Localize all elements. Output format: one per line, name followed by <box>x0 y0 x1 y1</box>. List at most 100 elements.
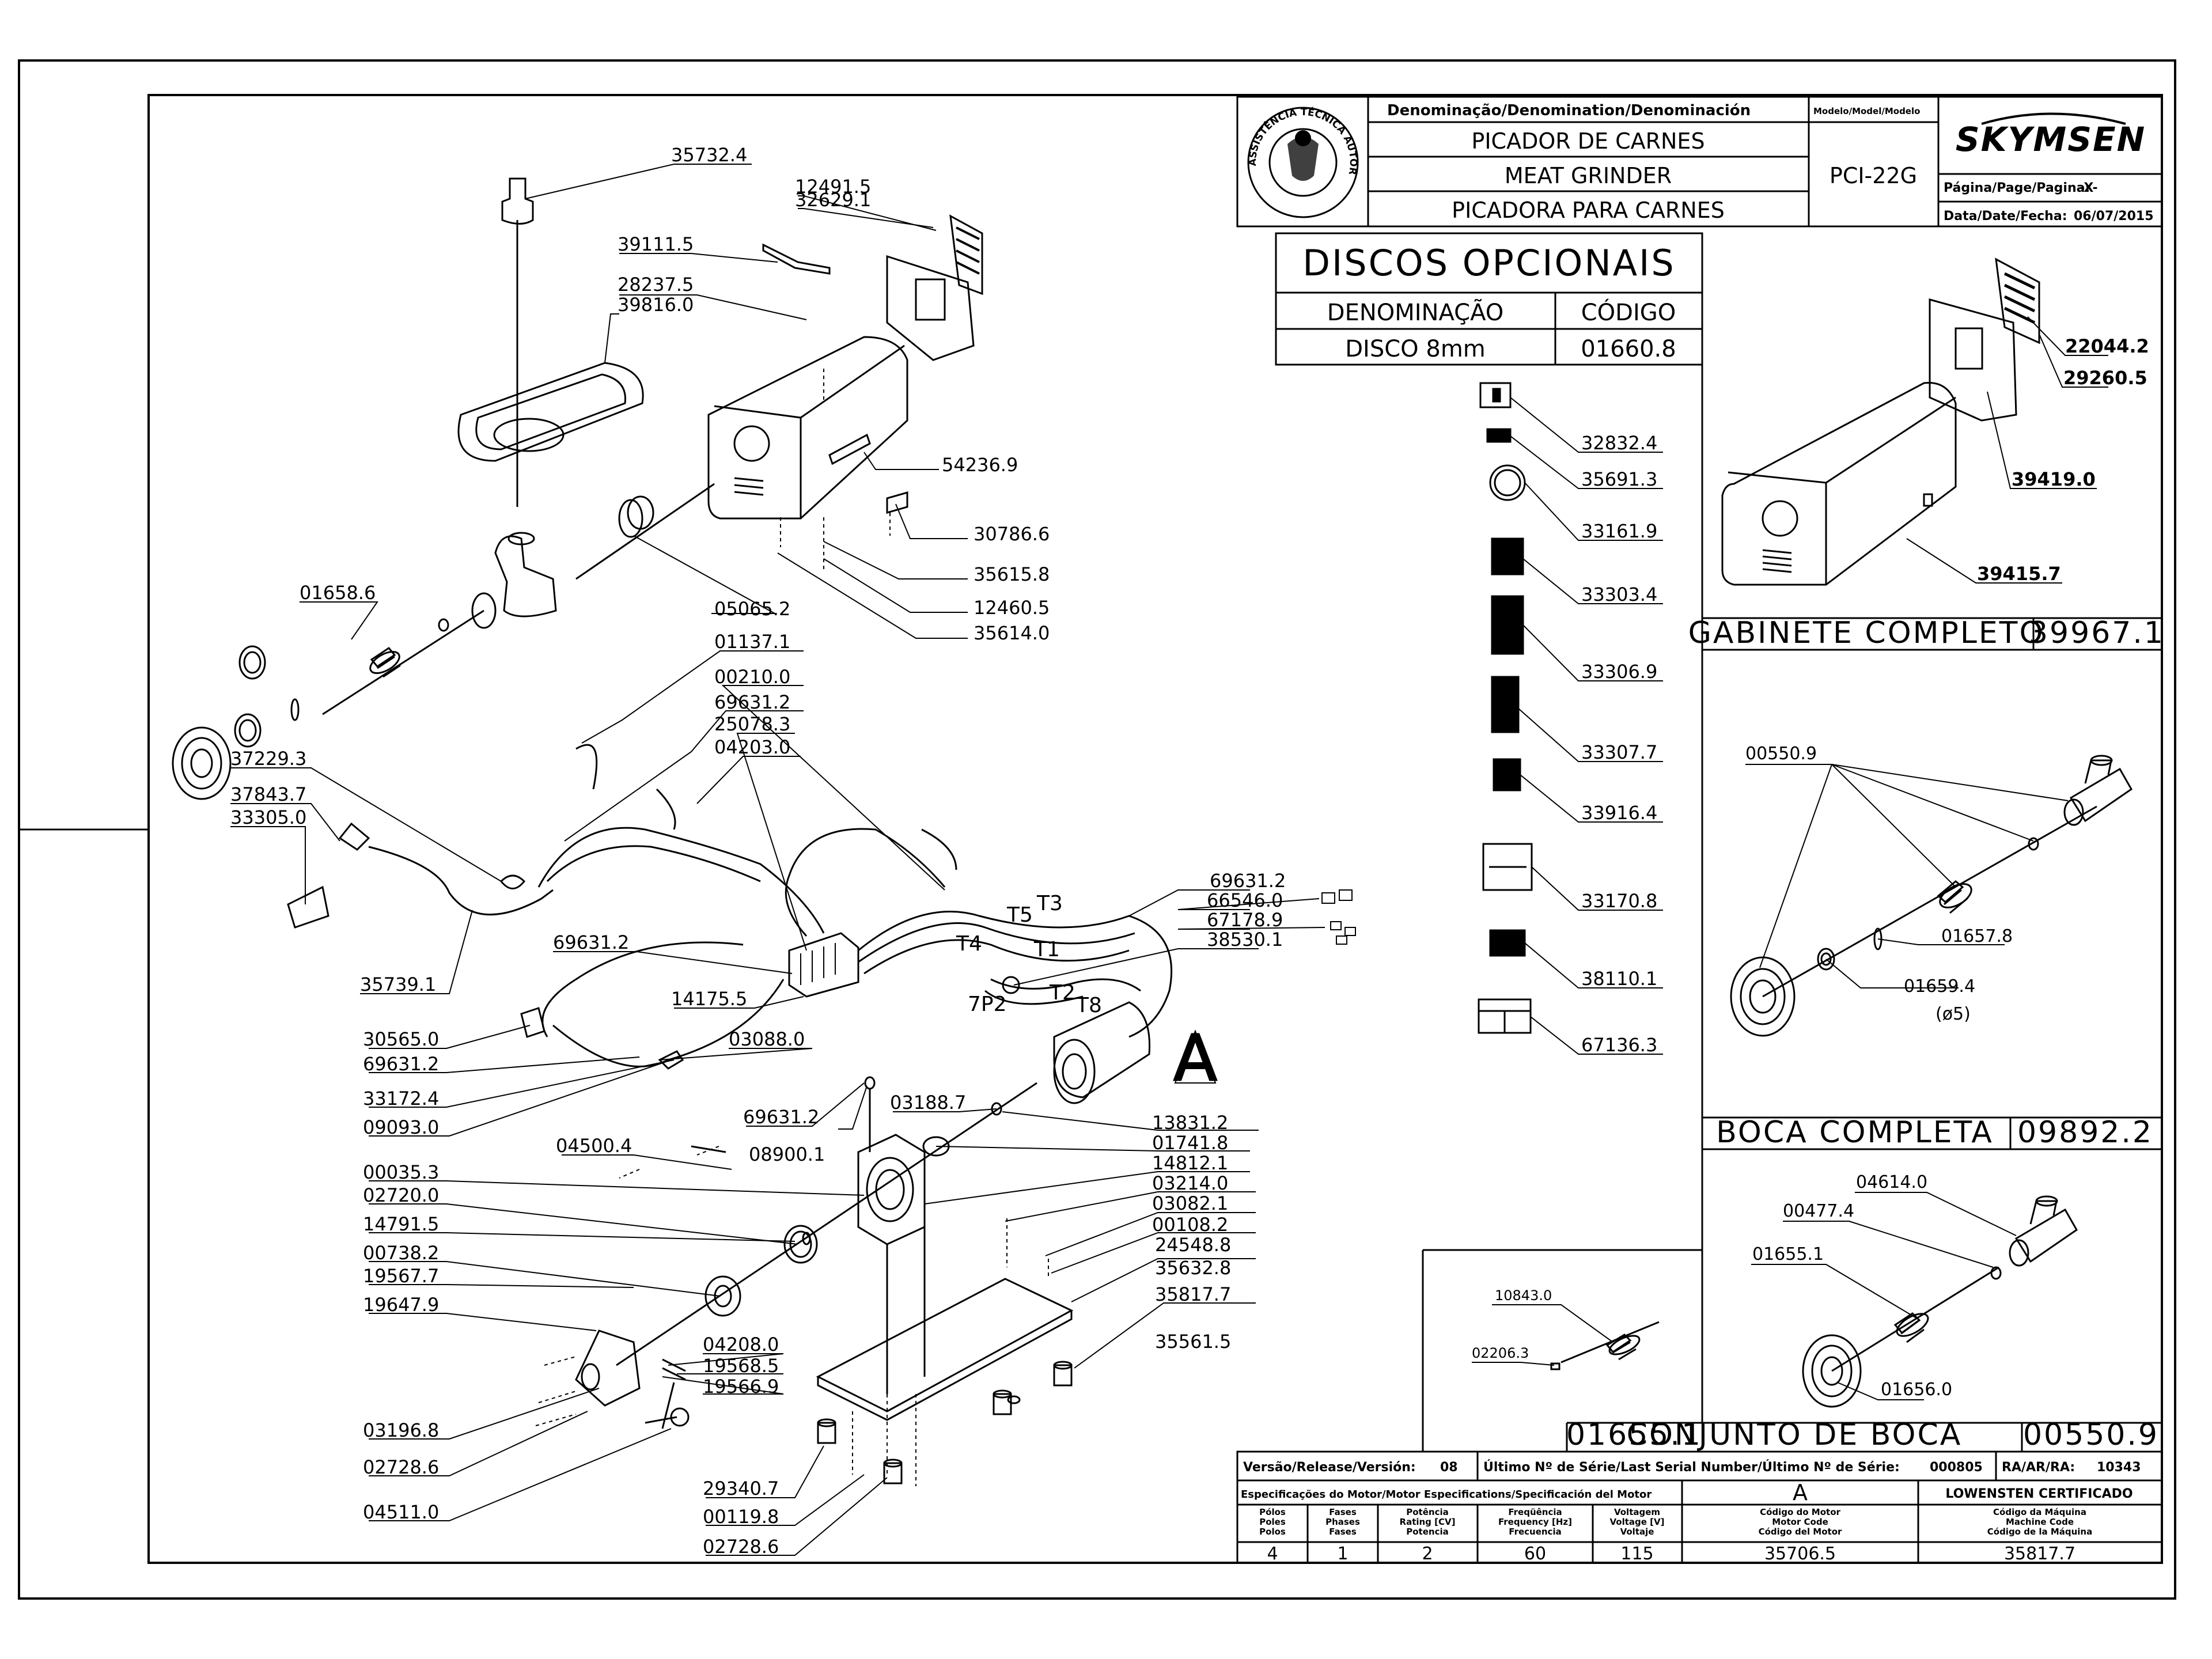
title-block <box>1236 96 2163 228</box>
decal-label-33306-9: 33306.9 <box>1581 661 1657 683</box>
mouth-set-name: CONJUNTO DE BOCA <box>1627 1418 1963 1452</box>
label-04614-0: 04614.0 <box>1856 1172 1927 1192</box>
spec-header-5-0: Código do Motor <box>1760 1507 1840 1517</box>
serial-label: Último Nº de Série/Last Serial Number/Úl… <box>1483 1460 1900 1475</box>
name-en: MEAT GRINDER <box>1505 163 1672 188</box>
part-label-00035-3: 00035.3 <box>363 1161 439 1183</box>
part-label-39816-0: 39816.0 <box>618 294 694 316</box>
part-label-14791-5: 14791.5 <box>363 1213 439 1235</box>
terminal-t5: T5 <box>1006 903 1033 927</box>
terminal-7p2: 7P2 <box>968 993 1007 1016</box>
ra-value: 10343 <box>2097 1460 2141 1475</box>
screws <box>535 369 1049 1486</box>
release-label: Versão/Release/Versión: <box>1243 1460 1416 1475</box>
name-pt: PICADOR DE CARNES <box>1471 128 1705 154</box>
ra-label: RA/AR/RA: <box>2002 1460 2075 1475</box>
part-label-24548-8: 24548.8 <box>1155 1234 1231 1256</box>
main-leaders <box>230 164 1325 1556</box>
part-label-69631-2: 69631.2 <box>553 931 629 953</box>
part-label-12491-5: 12491.5 <box>795 176 871 198</box>
part-label-00210-0: 00210.0 <box>714 666 790 688</box>
label-phi5: (ø5) <box>1936 1004 1971 1024</box>
spec-header-0-2: Polos <box>1259 1527 1286 1537</box>
name-es: PICADORA PARA CARNES <box>1452 198 1725 223</box>
decal-label-67136-3: 67136.3 <box>1581 1034 1657 1056</box>
spec-value-3: 60 <box>1524 1544 1546 1564</box>
mouth-code: 09892.2 <box>2017 1115 2153 1150</box>
spec-header-0-0: Pólos <box>1259 1507 1286 1517</box>
optional-discs-title: DISCOS OPCIONAIS <box>1302 242 1676 284</box>
spec-header-0-1: Poles <box>1259 1517 1286 1527</box>
part-label-08900-1: 08900.1 <box>749 1143 825 1165</box>
spec-header-4-0: Voltagem <box>1614 1507 1660 1517</box>
part-label-35632-8: 35632.8 <box>1155 1257 1231 1279</box>
cabinet-code: 39967.1 <box>2029 616 2165 650</box>
part-label-69631-2: 69631.2 <box>714 691 790 713</box>
part-label-38530-1: 38530.1 <box>1207 929 1283 950</box>
part-label-28237-5: 28237.5 <box>618 274 694 296</box>
part-label-14175-5: 14175.5 <box>671 988 747 1010</box>
label-00550-9: 00550.9 <box>1745 744 1817 764</box>
part-label-09093-0: 09093.0 <box>363 1116 439 1138</box>
label-01659-4: 01659.4 <box>1904 976 1975 997</box>
mouth-set-left-code: 01655.1 <box>1566 1418 1702 1452</box>
mouth-drawing <box>1730 755 2133 1037</box>
part-label-35561-5: 35561.5 <box>1155 1331 1231 1353</box>
decal-label-33170-8: 33170.8 <box>1581 890 1657 912</box>
spec-header-2-0: Potência <box>1406 1507 1448 1517</box>
spec-header-6-0: Código da Máquina <box>1993 1507 2086 1517</box>
part-label-14812-1: 14812.1 <box>1152 1152 1228 1174</box>
part-label-69631-2: 69631.2 <box>1210 870 1286 892</box>
part-label-03088-0: 03088.0 <box>729 1028 805 1050</box>
part-label-01658-6: 01658.6 <box>300 582 376 604</box>
mouth-set-drawing <box>1550 1195 2078 1408</box>
label-29260-5: 29260.5 <box>2063 367 2147 389</box>
label-22044-2: 22044.2 <box>2065 335 2149 357</box>
label-00477-4: 00477.4 <box>1783 1201 1854 1221</box>
spec-header-2-1: Rating [CV] <box>1400 1517 1456 1527</box>
part-label-30786-6: 30786.6 <box>974 523 1050 545</box>
certified-label: LOWENSTEN CERTIFICADO <box>1945 1487 2133 1501</box>
part-label-03082-1: 03082.1 <box>1152 1192 1228 1214</box>
spec-header-1-1: Phases <box>1325 1517 1360 1527</box>
part-label-19566-9: 19566.9 <box>703 1376 779 1397</box>
part-label-39111-5: 39111.5 <box>618 233 694 255</box>
part-label-13831-2: 13831.2 <box>1152 1112 1228 1134</box>
spec-header-3-2: Frecuencia <box>1509 1527 1561 1537</box>
label-39419-0: 39419.0 <box>2012 468 2096 490</box>
terminal-t4: T4 <box>956 932 982 956</box>
motor-letter: A <box>1793 1480 1808 1505</box>
terminal-t8: T8 <box>1075 994 1102 1017</box>
part-label-29340-7: 29340.7 <box>703 1478 779 1499</box>
part-label-04511-0: 04511.0 <box>363 1501 439 1523</box>
part-label-33172-4: 33172.4 <box>363 1088 439 1109</box>
disc-code: 01660.8 <box>1581 336 1676 362</box>
part-label-00108-2: 00108.2 <box>1152 1214 1228 1236</box>
spec-header-4-1: Voltage [V] <box>1610 1517 1665 1527</box>
spec-value-5: 35706.5 <box>1764 1544 1836 1564</box>
label-10843-0: 10843.0 <box>1495 1287 1552 1304</box>
mouth-set-leaders <box>1472 1192 2017 1400</box>
spec-header-6-2: Código de la Máquina <box>1987 1527 2092 1537</box>
label-02206-3: 02206.3 <box>1472 1345 1529 1361</box>
part-label-04500-4: 04500.4 <box>556 1135 632 1157</box>
label-39415-7: 39415.7 <box>1977 563 2061 585</box>
part-label-69631-2: 69631.2 <box>363 1053 439 1075</box>
page-value: -X- <box>2080 181 2098 195</box>
cabinet-drawing <box>1721 257 2040 586</box>
part-label-35817-7: 35817.7 <box>1155 1283 1231 1305</box>
spec-header-3-1: Frequency [Hz] <box>1498 1517 1572 1527</box>
part-label-01741-8: 01741.8 <box>1152 1132 1228 1154</box>
col-code-header: CÓDIGO <box>1581 298 1676 326</box>
part-label-04208-0: 04208.0 <box>703 1334 779 1355</box>
label-01655-1: 01655.1 <box>1752 1244 1824 1264</box>
col-name-header: DENOMINAÇÃO <box>1327 298 1503 326</box>
main-exploded-drawing <box>172 177 1356 1484</box>
part-label-00738-2: 00738.2 <box>363 1242 439 1264</box>
spec-header-2-2: Potencia <box>1406 1527 1448 1537</box>
part-label-12460-5: 12460.5 <box>974 597 1050 619</box>
decal-leaders <box>1510 397 1663 1055</box>
mouth-name: BOCA COMPLETA <box>1716 1115 1994 1150</box>
